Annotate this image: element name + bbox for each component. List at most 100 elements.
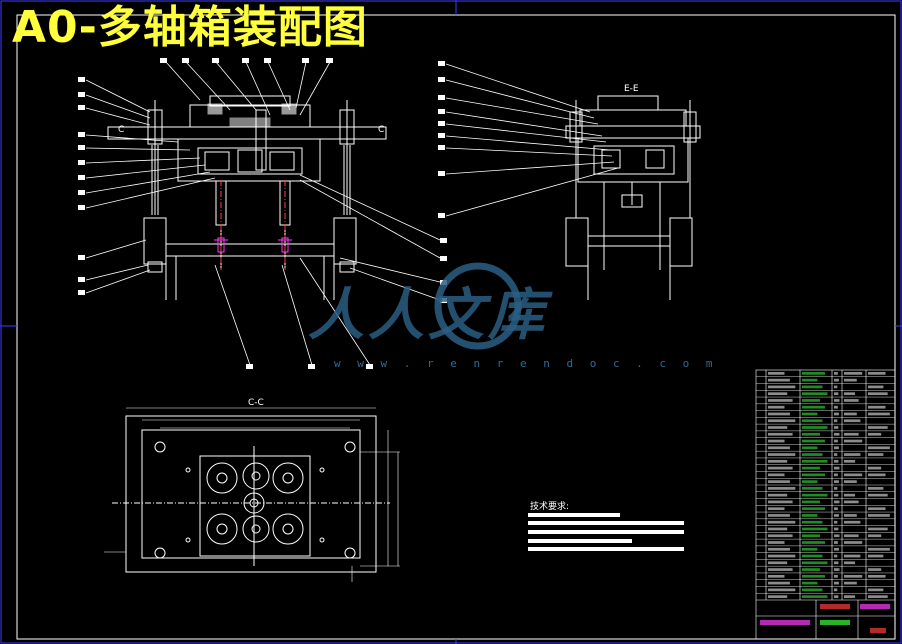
table-cell-mark [834,547,839,551]
table-cell-mark [834,534,840,538]
table-cell-mark [834,372,838,375]
table-cell-mark [802,446,818,450]
table-cell-mark [834,453,838,456]
tech-requirements-heading: 技术要求: [530,502,570,512]
table-cell-mark [844,372,863,375]
table-cell-mark [834,446,839,450]
table-cell-mark [834,527,839,531]
front-view [107,95,387,300]
watermark-url: w w w . r e n r e n d o c . c o m [334,357,718,370]
parts-list-table [755,369,896,640]
table-cell-mark [768,588,796,592]
section-c-view [112,415,390,573]
side-view-e [565,95,701,300]
table-cell-mark [868,574,886,578]
table-cell-mark [802,527,828,531]
table-cell-mark [768,378,790,382]
title-block-mark [870,628,886,633]
table-cell-mark [802,520,823,524]
front-view-centerlines [214,180,292,270]
table-cell-mark [834,459,839,463]
table-cell-mark [834,419,838,423]
table-cell-mark [844,534,859,538]
table-cell-mark [844,459,855,463]
table-cell-mark [802,500,820,504]
table-cell-mark [768,459,788,463]
table-cell-mark [768,520,796,524]
table-cell-mark [868,487,884,490]
table-cell-mark [768,541,785,544]
table-cell-mark [802,514,818,517]
table-cell-mark [834,588,838,592]
table-cell-mark [844,412,857,416]
table-cell-mark [834,405,838,409]
table-cell-mark [844,520,861,524]
title-block-mark [820,620,850,625]
table-cell-mark [802,378,818,382]
table-cell-mark [844,554,861,558]
table-cell-mark [834,487,838,490]
table-cell-mark [768,581,790,585]
table-cell-mark [844,392,855,396]
table-cell-mark [768,595,788,598]
table-cell-mark [768,574,785,578]
table-cell-mark [834,426,839,429]
table-cell-mark [844,439,863,443]
table-cell-mark [868,507,886,511]
front-view-leaders [85,61,441,366]
table-cell-mark [868,453,884,456]
table-cell-mark [802,385,823,389]
table-cell-mark [834,473,838,477]
table-cell-mark [834,399,840,402]
table-cell-mark [844,453,861,456]
cut-marker-right: C [378,125,385,135]
table-cell-mark [768,534,793,538]
title-block-mark [820,604,850,609]
table-cell-mark [844,378,857,382]
side-view-leaders [445,63,619,217]
table-cell-mark [768,547,790,551]
side-view-part-tags [438,61,445,218]
table-cell-mark [868,493,888,497]
table-cell-mark [868,473,886,477]
table-cell-mark [868,405,886,409]
table-cell-mark [834,412,839,416]
table-cell-mark [868,595,888,598]
table-cell-mark [802,473,825,477]
cut-marker-left: C [118,125,125,135]
table-cell-mark [834,432,840,436]
table-cell-mark [868,412,890,416]
table-cell-mark [834,439,838,443]
table-cell-mark [868,534,882,538]
table-cell-mark [768,432,793,436]
table-cell-mark [868,426,888,429]
table-cell-mark [834,568,840,571]
table-cell-mark [834,392,839,396]
table-cell-mark [802,487,823,490]
table-cell-mark [802,493,828,497]
table-cell-mark [802,432,820,436]
table-cell-mark [802,405,825,409]
table-cell-mark [768,412,790,416]
table-cell-mark [768,419,796,423]
tech-requirement-lines [528,513,684,551]
section-c-dimensions [104,407,400,582]
drawing-title: A0-多轴箱装配图 [12,2,368,53]
table-cell-mark [844,399,859,402]
parts-list-rows [756,372,895,633]
table-cell-mark [868,392,888,396]
table-cell-mark [868,446,890,450]
table-cell-mark [768,446,790,450]
table-cell-mark [834,514,839,517]
table-cell-mark [768,493,788,497]
table-cell-mark [768,385,796,389]
table-cell-mark [834,541,838,544]
table-cell-mark [834,466,840,470]
table-cell-mark [768,527,788,531]
title-block-mark [760,620,810,625]
table-cell-mark [834,385,838,389]
table-cell-mark [834,520,838,524]
table-cell-mark [834,554,838,558]
title-block-mark [860,604,890,609]
table-cell-mark [802,459,828,463]
